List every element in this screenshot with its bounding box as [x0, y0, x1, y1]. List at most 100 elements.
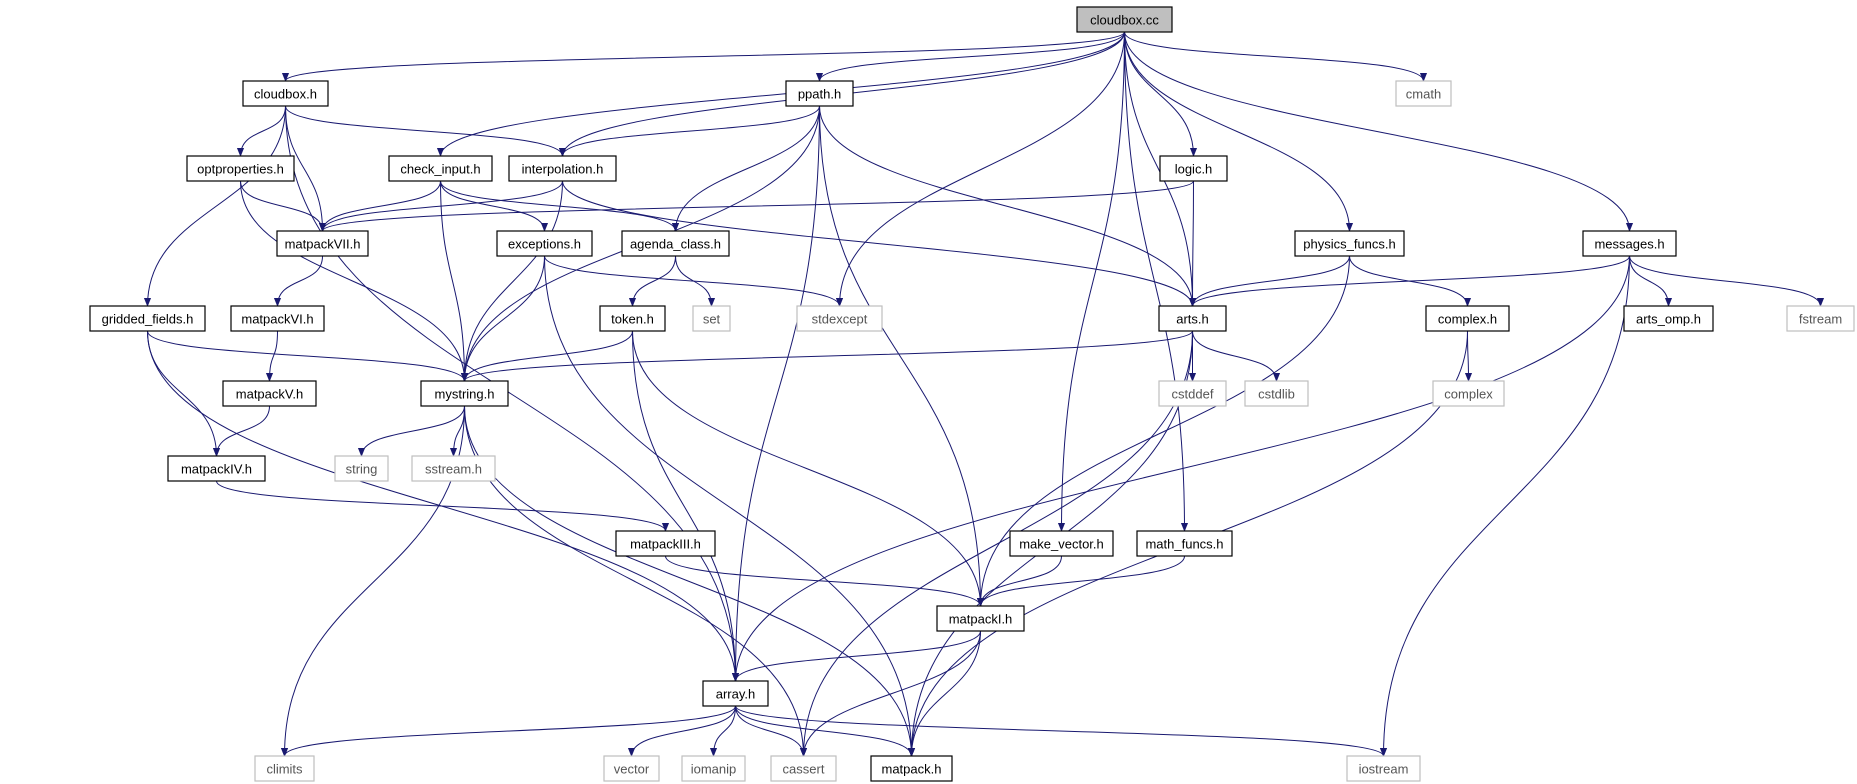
svg-text:set: set [703, 312, 721, 327]
node-matpackiii-h[interactable]: matpackIII.h [615, 530, 716, 557]
edge-cloudbox-cc-to-cmath [1124, 31, 1428, 82]
edge-cloudbox-h-to-optproperties-h [236, 105, 286, 157]
edge-token-h-to-matpackI-h [632, 330, 985, 607]
node-optproperties-h[interactable]: optproperties.h [186, 155, 295, 182]
edge-matpackI-h-to-matpack-h [907, 630, 981, 757]
svg-text:string: string [346, 462, 378, 477]
node-make-vector-h[interactable]: make_vector.h [1009, 530, 1114, 557]
edge-interpolation-h-to-matpackVII-h [318, 180, 563, 232]
edge-math-funcs-h-to-matpackI-h [976, 555, 1185, 607]
edge-ppath-h-to-agenda-class-h [671, 105, 820, 232]
svg-text:exceptions.h: exceptions.h [508, 237, 581, 252]
node-vector: vector [603, 755, 660, 782]
edge-array-h-to-iostream [735, 705, 1387, 757]
edge-exceptions-h-to-mystring-h [460, 255, 545, 382]
node-check-input-h[interactable]: check_input.h [388, 155, 493, 182]
edge-interpolation-h-to-mystring-h [460, 180, 563, 382]
svg-text:check_input.h: check_input.h [400, 162, 480, 177]
svg-text:cstdlib: cstdlib [1258, 387, 1295, 402]
edge-agenda-class-h-to-token-h [628, 255, 676, 307]
node-ppath-h[interactable]: ppath.h [785, 80, 854, 107]
edge-optproperties-h-to-mystring-h [240, 180, 469, 382]
node-agenda-class-h[interactable]: agenda_class.h [621, 230, 730, 257]
svg-text:iomanip: iomanip [691, 762, 737, 777]
svg-text:matpack.h: matpack.h [882, 762, 942, 777]
node-mystring-h[interactable]: mystring.h [420, 380, 509, 407]
node-exceptions-h[interactable]: exceptions.h [496, 230, 593, 257]
edge-token-h-to-array-h [632, 330, 740, 682]
edge-exceptions-h-to-matpack-h [544, 255, 916, 757]
edge-matpackV-h-to-matpackIV-h [212, 405, 270, 457]
svg-text:math_funcs.h: math_funcs.h [1145, 537, 1223, 552]
svg-text:complex.h: complex.h [1438, 312, 1497, 327]
edge-cloudbox-cc-to-arts-h [1124, 31, 1197, 307]
node-set: set [692, 305, 731, 332]
edge-messages-h-to-fstream [1629, 255, 1825, 307]
node-arts-omp-h[interactable]: arts_omp.h [1623, 305, 1714, 332]
node-array-h[interactable]: array.h [702, 680, 769, 707]
node-complex-h[interactable]: complex.h [1425, 305, 1510, 332]
node-messages-h[interactable]: messages.h [1582, 230, 1677, 257]
edge-agenda-class-h-to-set [675, 255, 716, 307]
edge-ppath-h-to-array-h [731, 105, 820, 682]
edge-check-input-h-to-mystring-h [440, 180, 469, 382]
node-token-h[interactable]: token.h [599, 305, 666, 332]
edge-matpackIV-h-to-matpackIII-h [216, 480, 669, 532]
node-fstream: fstream [1786, 305, 1855, 332]
svg-text:interpolation.h: interpolation.h [522, 162, 604, 177]
svg-text:stdexcept: stdexcept [812, 312, 868, 327]
edge-ppath-h-to-arts-h [819, 105, 1197, 307]
node-interpolation-h[interactable]: interpolation.h [508, 155, 617, 182]
node-matpack-h[interactable]: matpack.h [870, 755, 953, 782]
edges [143, 31, 1825, 757]
edge-arts-h-to-mystring-h [461, 330, 1193, 382]
svg-text:arts.h: arts.h [1176, 312, 1209, 327]
edge-arts-h-to-cstdlib [1192, 330, 1281, 382]
edge-logic-h-to-arts-h [1188, 180, 1197, 307]
edge-arts-h-to-cassert [799, 330, 1193, 757]
svg-text:cstddef: cstddef [1172, 387, 1214, 402]
edge-gridded-fields-h-to-mystring-h [147, 330, 469, 382]
edge-cloudbox-cc-to-make-vector-h [1057, 31, 1125, 532]
edge-array-h-to-vector [627, 705, 736, 757]
svg-text:gridded_fields.h: gridded_fields.h [102, 312, 194, 327]
node-matpacki-h[interactable]: matpackI.h [936, 605, 1025, 632]
edge-matpackI-h-to-cassert [799, 630, 981, 757]
svg-text:matpackIV.h: matpackIV.h [181, 462, 252, 477]
svg-text:physics_funcs.h: physics_funcs.h [1303, 237, 1396, 252]
node-matpackvii-h[interactable]: matpackVII.h [276, 230, 369, 257]
edge-mystring-h-to-string [357, 405, 465, 457]
edge-cloudbox-h-to-array-h [285, 105, 740, 682]
edge-check-input-h-to-matpackVII-h [318, 180, 441, 232]
node-logic-h[interactable]: logic.h [1159, 155, 1228, 182]
svg-text:cmath: cmath [1406, 87, 1441, 102]
node-matpackiv-h[interactable]: matpackIV.h [167, 455, 266, 482]
node-arts-h[interactable]: arts.h [1158, 305, 1227, 332]
node-gridded-fields-h[interactable]: gridded_fields.h [89, 305, 206, 332]
node-math-funcs-h[interactable]: math_funcs.h [1136, 530, 1233, 557]
svg-text:logic.h: logic.h [1175, 162, 1213, 177]
node-iomanip: iomanip [681, 755, 746, 782]
edge-matpackVI-h-to-matpackV-h [265, 330, 278, 382]
svg-text:mystring.h: mystring.h [435, 387, 495, 402]
edge-cloudbox-cc-to-check-input-h [436, 31, 1125, 157]
svg-text:sstream.h: sstream.h [425, 462, 482, 477]
node-cloudbox-cc[interactable]: cloudbox.cc [1076, 6, 1173, 33]
svg-text:ppath.h: ppath.h [798, 87, 841, 102]
edge-gridded-fields-h-to-matpackIV-h [147, 330, 221, 457]
node-matpackv-h[interactable]: matpackV.h [222, 380, 317, 407]
node-sstream-h: sstream.h [411, 455, 496, 482]
node-physics-funcs-h[interactable]: physics_funcs.h [1294, 230, 1405, 257]
edge-physics-funcs-h-to-arts-h [1188, 255, 1350, 307]
node-iostream: iostream [1346, 755, 1421, 782]
edge-array-h-to-climits [281, 705, 736, 757]
node-stdexcept: stdexcept [796, 305, 883, 332]
edge-ppath-h-to-matpackI-h [819, 105, 985, 607]
node-matpackvi-h[interactable]: matpackVI.h [230, 305, 325, 332]
node-climits: climits [254, 755, 315, 782]
node-cloudbox-h[interactable]: cloudbox.h [242, 80, 329, 107]
edge-array-h-to-cassert [735, 705, 808, 757]
edge-messages-h-to-array-h [731, 255, 1630, 682]
edge-mystring-h-to-matpack-h [464, 405, 916, 757]
